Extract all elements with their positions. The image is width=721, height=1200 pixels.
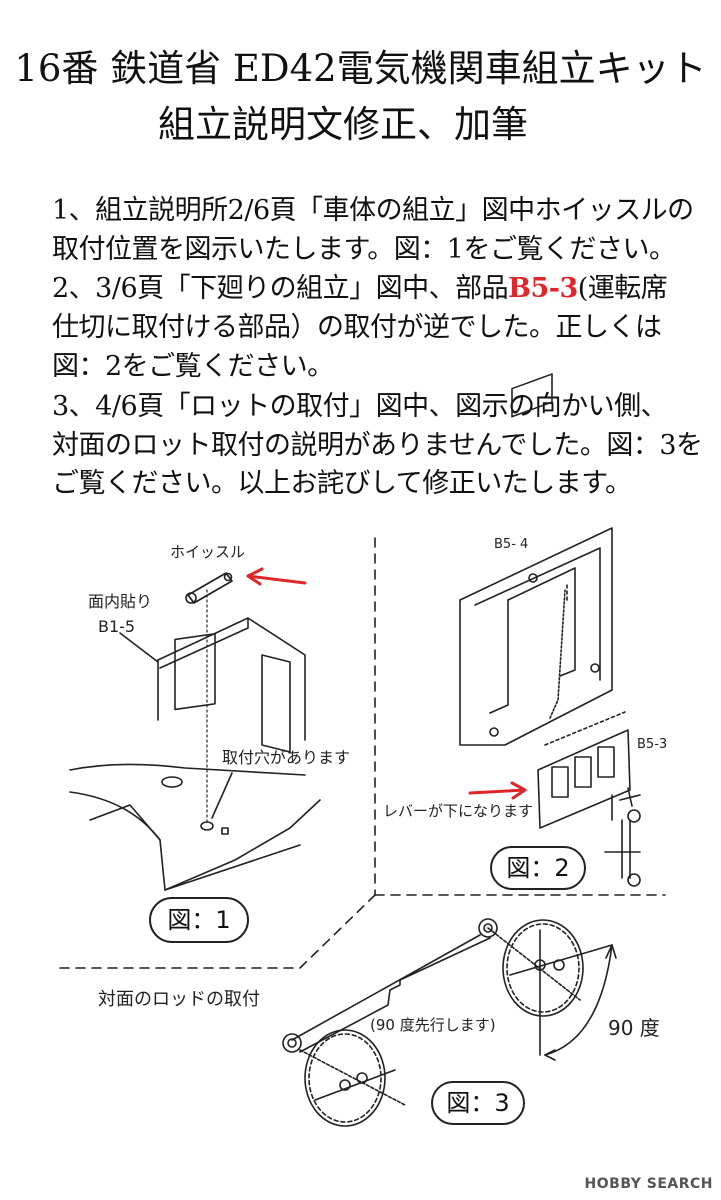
figure-3-caption: 図：3 (431, 1081, 525, 1125)
part-number-b5-3: B5-3 (508, 273, 578, 304)
figure-3-drawing (282, 918, 617, 1127)
part-b5-4-label: B5- 4 (494, 537, 529, 552)
angle-90-label: 90 度 (608, 1016, 660, 1040)
note-line-3-post: (運転席 (577, 273, 668, 304)
part-b5-3-label: B5-3 (637, 737, 668, 752)
whistle-label: ホイッスル (170, 543, 246, 561)
figure-1-drawing (69, 572, 321, 891)
note-line-3-pre: 2、3/6頁「下廻りの組立」図中、部品 (52, 273, 509, 304)
figure-2-caption: 図：2 (490, 846, 586, 890)
note-line-6: 3、4/6頁「ロットの取付」図中、図示の向かい側、 (52, 391, 668, 422)
note-line-8: ご覧ください。以上お詫びして修正いたします。 (52, 468, 632, 499)
note-line-7: 対面のロット取付の説明がありませんでした。図：3を (52, 430, 703, 461)
figure-2-drawing (459, 373, 641, 887)
divider-diagonal (299, 894, 376, 969)
opposite-rod-label: 対面のロッドの取付 (98, 989, 260, 1010)
inner-attach-label: 面内貼り (88, 592, 153, 611)
lead-90-label: (90 度先行します) (370, 1016, 496, 1034)
note-line-5: 図：2をご覧ください。 (52, 351, 334, 382)
note-line-4: 仕切に取付ける部品）の取付が逆でした。正しくは (52, 312, 662, 343)
note-line-3: 2、3/6頁「下廻りの組立」図中、部品B5-3(運転席 (52, 271, 668, 307)
watermark-text: HOBBY SEARCH (584, 1176, 713, 1192)
title-line-2: 組立説明文修正、加筆 (158, 103, 528, 146)
mounting-hole-label: 取付穴があります (222, 748, 351, 767)
watermark-logo: HOBBY SEARCH (585, 1176, 713, 1192)
figure-1-caption: 図：1 (149, 897, 249, 943)
note-line-2: 取付位置を図示いたします。図：1をご覧ください。 (52, 234, 676, 265)
part-b1-5-label: B1-5 (98, 617, 136, 636)
title-line-1: 16番 鉄道省 ED42電気機関車組立キット (14, 47, 707, 90)
note-line-1: 1、組立説明所2/6頁「車体の組立」図中ホイッスルの (52, 195, 694, 226)
lever-down-label: レバーが下になります (383, 802, 534, 820)
